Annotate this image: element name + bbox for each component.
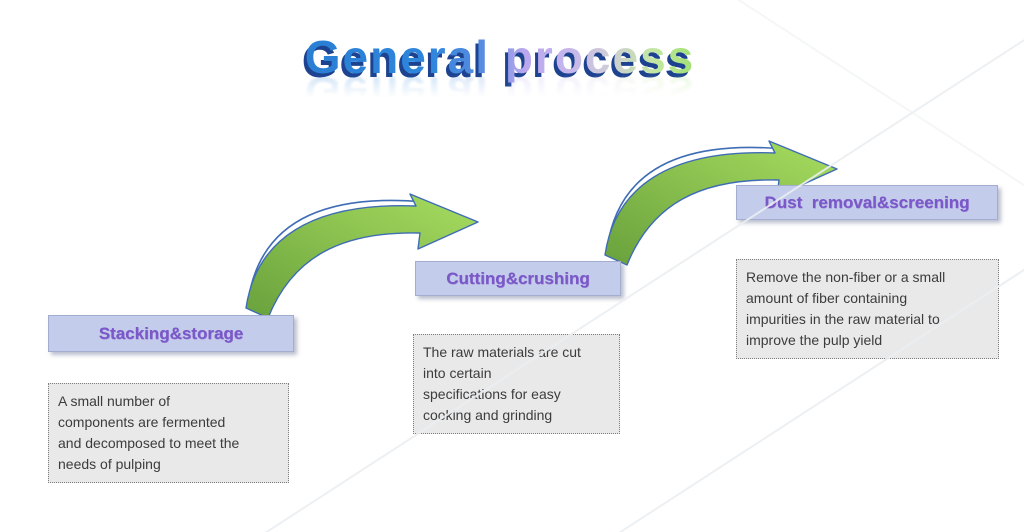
step1-desc-line: A small number of bbox=[58, 393, 171, 409]
step3-label-box: Dust removal&screening bbox=[736, 185, 998, 220]
step2-desc-line: specifications for easy bbox=[423, 386, 561, 402]
slide-title-wordart: General process General process General … bbox=[302, 31, 696, 119]
step3-desc-line: improve the pulp yield bbox=[746, 332, 883, 348]
step1-desc-line: needs of pulping bbox=[58, 456, 161, 472]
step2-description-box: The raw materials are cut into certain s… bbox=[413, 334, 620, 434]
step3-label: Dust removal&screening bbox=[764, 192, 970, 212]
step1-desc-line: and decomposed to meet the bbox=[58, 435, 240, 451]
step2-desc-line: cooking and grinding bbox=[423, 407, 553, 423]
step3-desc-line: impurities in the raw material to bbox=[746, 311, 940, 327]
step1-desc-line: components are fermented bbox=[58, 414, 226, 430]
step2-label: Cutting&crushing bbox=[446, 268, 590, 288]
step1-label: Stacking&storage bbox=[98, 323, 244, 343]
step2-label-box: Cutting&crushing bbox=[415, 261, 621, 296]
curved-arrow-step1-to-step2 bbox=[245, 193, 479, 319]
step1-description-box: A small number of components are ferment… bbox=[48, 383, 289, 483]
step1-label-box: Stacking&storage bbox=[48, 315, 294, 352]
step2-desc-line: into certain bbox=[423, 365, 492, 381]
step3-desc-line: amount of fiber containing bbox=[746, 290, 908, 306]
step3-desc-line: Remove the non-fiber or a small bbox=[746, 269, 946, 285]
slide-title-block: General process General process General … bbox=[0, 31, 1000, 119]
step3-description-box: Remove the non-fiber or a small amount o… bbox=[736, 259, 999, 359]
page-title: General process bbox=[304, 31, 696, 83]
step2-desc-line: The raw materials are cut bbox=[423, 344, 581, 360]
